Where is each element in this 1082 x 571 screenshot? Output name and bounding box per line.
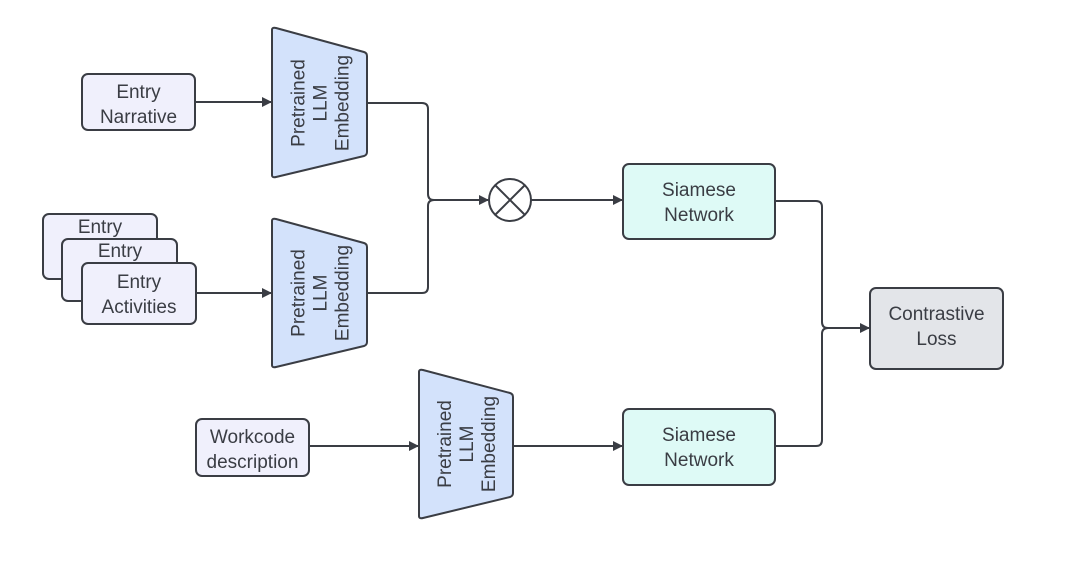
node-label: LLM — [311, 85, 332, 122]
contrastive-loss-node: Contrastive Loss — [869, 287, 1004, 370]
siamese-network-node-1: Siamese Network — [622, 163, 776, 240]
node-label: Entry — [117, 272, 162, 293]
svg-text:Workcode: Workcode — [210, 427, 295, 448]
node-label: LLM — [457, 426, 478, 463]
svg-text:Pretrained: Pretrained — [289, 249, 310, 337]
node-label: Loss — [916, 329, 956, 350]
stack-back-label: Entry — [78, 217, 123, 238]
node-label: Embedding — [333, 245, 354, 341]
node-label: Pretrained — [435, 400, 456, 488]
node-label: Pretrained — [289, 249, 310, 337]
svg-text:LLM: LLM — [311, 275, 332, 312]
node-label: Activities — [102, 297, 177, 318]
node-label: Entry — [116, 82, 161, 103]
svg-text:Narrative: Narrative — [100, 107, 177, 128]
workcode-description-node: Workcode description — [195, 418, 310, 477]
connectors — [195, 97, 870, 451]
embedding-node-1: Pretrained LLM Embedding — [271, 26, 368, 179]
entry-narrative-node: Entry Narrative — [81, 73, 196, 131]
stack-mid-label: Entry — [98, 241, 143, 262]
node-label: Workcode — [210, 427, 295, 448]
embedding-node-2: Pretrained LLM Embedding — [271, 217, 368, 369]
svg-text:Loss: Loss — [916, 329, 956, 350]
svg-text:Embedding: Embedding — [479, 396, 500, 492]
multiply-operator-icon — [488, 178, 532, 222]
node-label: LLM — [311, 275, 332, 312]
line-siamese2-to-loss — [775, 327, 829, 447]
node-label: Embedding — [333, 55, 354, 151]
svg-text:LLM: LLM — [457, 426, 478, 463]
svg-text:Embedding: Embedding — [333, 245, 354, 341]
node-label: Pretrained — [289, 59, 310, 147]
arrow-embedding1-to-operator — [367, 102, 489, 205]
node-label: Embedding — [479, 396, 500, 492]
node-label: Network — [664, 450, 734, 471]
arrow-siamese1-to-loss — [775, 200, 870, 333]
node-label: Contrastive — [888, 304, 984, 325]
svg-text:Network: Network — [664, 205, 734, 226]
embedding-node-3: Pretrained LLM Embedding — [418, 368, 514, 520]
svg-text:Entry: Entry — [116, 82, 161, 103]
svg-text:Siamese: Siamese — [662, 180, 736, 201]
node-label: Narrative — [100, 107, 177, 128]
node-label: Network — [664, 205, 734, 226]
entry-activities-stack: Entry Entry Entry Activities — [42, 213, 197, 325]
line-embedding2-to-operator — [367, 199, 435, 294]
svg-text:Pretrained: Pretrained — [289, 59, 310, 147]
svg-text:Contrastive: Contrastive — [888, 304, 984, 325]
node-label: Siamese — [662, 180, 736, 201]
svg-text:Activities: Activities — [102, 297, 177, 318]
svg-text:Siamese: Siamese — [662, 425, 736, 446]
node-label: description — [207, 452, 299, 473]
node-label: Siamese — [662, 425, 736, 446]
svg-text:Embedding: Embedding — [333, 55, 354, 151]
svg-text:Pretrained: Pretrained — [435, 400, 456, 488]
siamese-network-node-2: Siamese Network — [622, 408, 776, 486]
svg-text:description: description — [207, 452, 299, 473]
svg-text:Network: Network — [664, 450, 734, 471]
svg-text:Entry: Entry — [117, 272, 162, 293]
svg-text:LLM: LLM — [311, 85, 332, 122]
